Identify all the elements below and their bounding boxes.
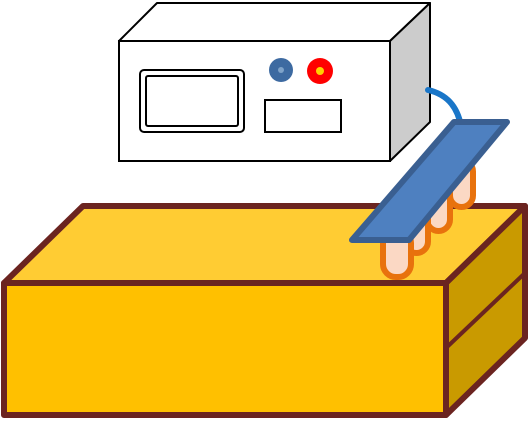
device-top-face [118, 2, 431, 42]
electrode-plate [349, 119, 510, 243]
blue-knob-center [278, 67, 284, 73]
box-front-face [1, 280, 449, 418]
red-knob-center [316, 67, 324, 75]
box-container [1, 203, 528, 418]
rectangular-button [264, 99, 342, 133]
power-supply [118, 2, 431, 162]
display-screen-inner [145, 75, 239, 127]
box-side-divider [444, 271, 527, 350]
